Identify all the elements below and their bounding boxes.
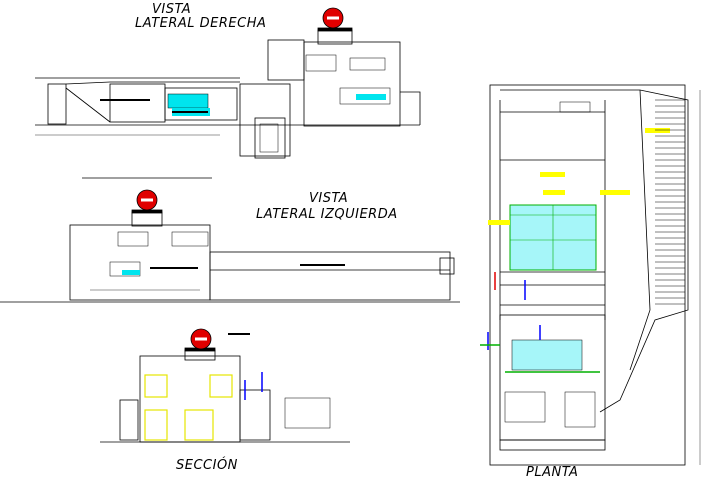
view-planta [480,84,701,466]
planta-stair-hatching [655,99,685,305]
title-vista-izquierda-line1: VISTA [309,191,349,206]
title-planta: PLANTA [526,465,579,480]
cyan-hatch-area [167,93,209,109]
title-seccion: SECCIÓN [176,458,238,473]
title-vista-derecha-line2: LATERAL DERECHA [135,16,267,31]
view-lateral-derecha [35,27,421,159]
title-vista-izquierda-line2: LATERAL IZQUIERDA [256,207,398,222]
no-entry-sign-icon [190,328,212,350]
view-seccion [100,333,350,443]
title-vista-derecha-line1: VISTA [152,2,192,17]
no-entry-sign-icon [322,7,344,29]
no-entry-sign-icon [136,189,158,211]
view-lateral-izquierda [0,177,460,303]
